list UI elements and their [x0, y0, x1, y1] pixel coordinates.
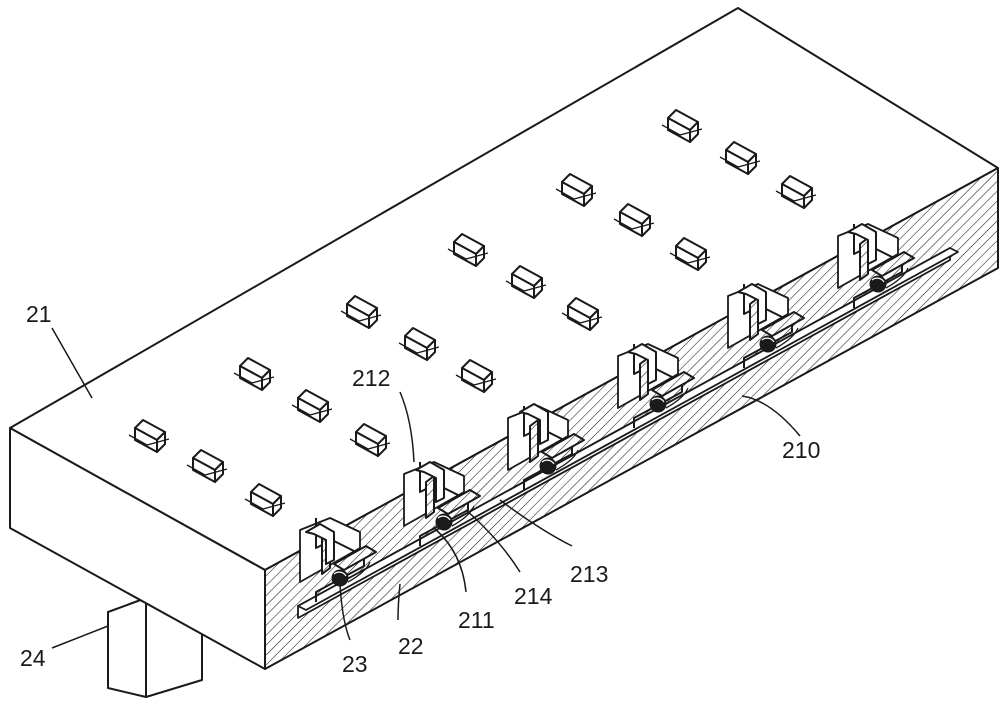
- label-roller: 23: [342, 651, 368, 677]
- part-labels: 21 210 211 212 213 214 22 23 24: [20, 301, 820, 677]
- label-hook: 212: [352, 365, 390, 391]
- label-clamp: 22: [398, 633, 424, 659]
- label-groove: 213: [570, 561, 608, 587]
- hook-tabs: [305, 223, 877, 565]
- leader-lines: [51, 327, 801, 649]
- label-post: 24: [20, 645, 46, 671]
- label-channel: 210: [782, 437, 820, 463]
- label-recess: 214: [514, 583, 553, 609]
- label-plate: 21: [26, 301, 52, 327]
- label-slot: 211: [458, 607, 495, 633]
